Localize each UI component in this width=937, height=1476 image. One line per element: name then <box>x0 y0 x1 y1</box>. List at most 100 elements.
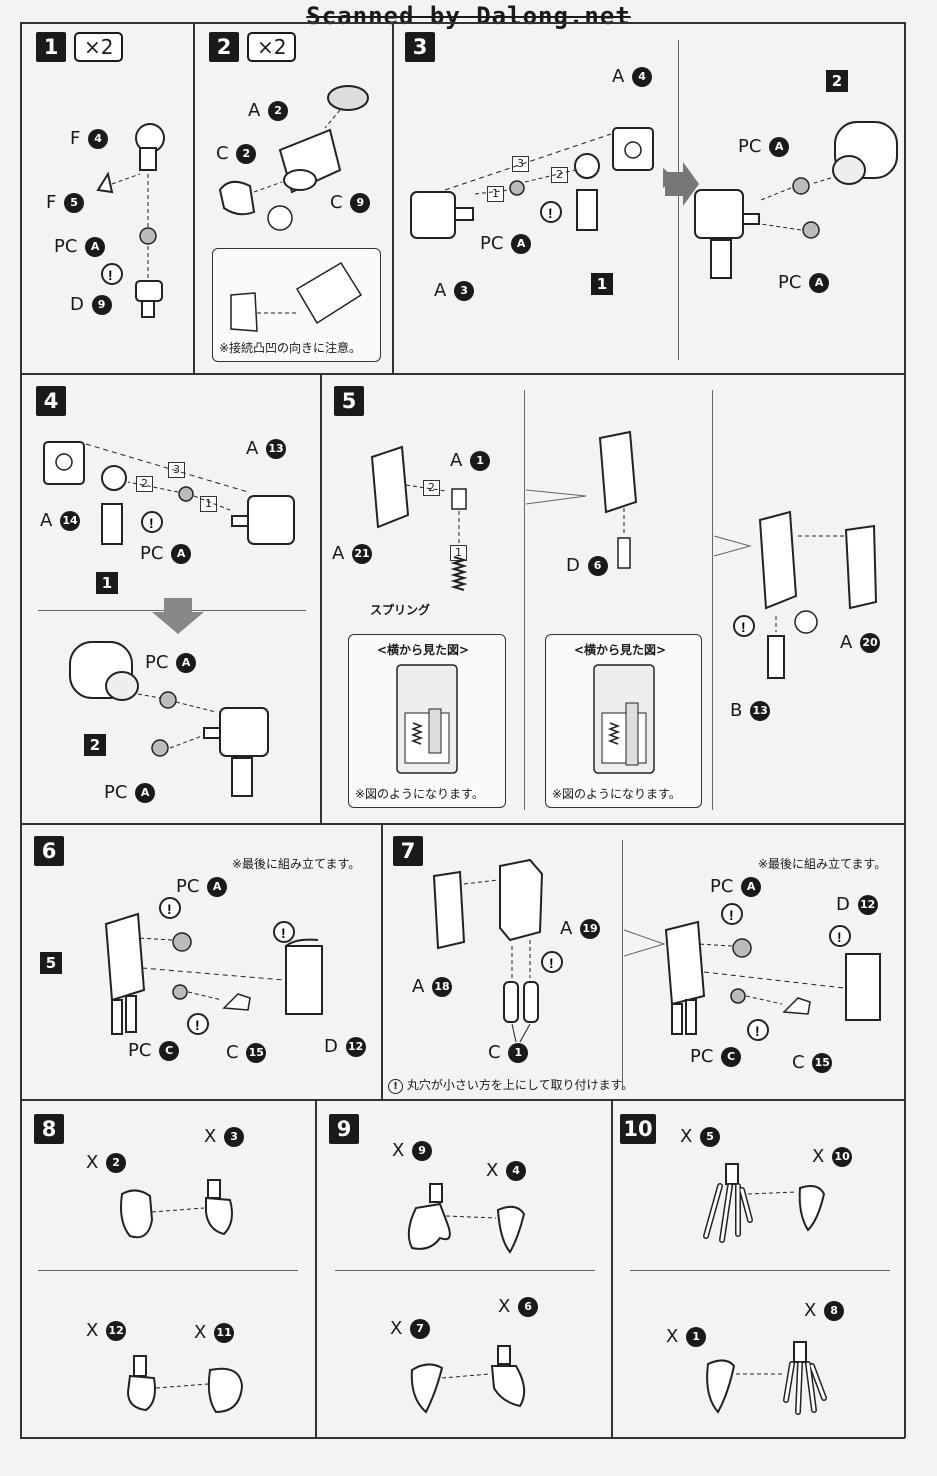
hand-parts <box>407 1183 526 1254</box>
part-label: D 6 <box>566 555 608 577</box>
part-label: A 18 <box>412 976 453 998</box>
hand-parts <box>706 1341 827 1415</box>
part-label: PC A <box>145 652 197 674</box>
part-label: A 14 <box>40 510 81 532</box>
part-label: A 4 <box>612 66 653 88</box>
inset-title: <横から見た図> <box>574 643 667 657</box>
step-number: 2 <box>209 32 239 62</box>
step-number: 4 <box>36 386 66 416</box>
step-reference: 1 <box>96 572 118 594</box>
svg-text:!: ! <box>167 901 172 917</box>
part-label: C 1 <box>488 1042 529 1064</box>
step-number: 8 <box>34 1114 64 1144</box>
part-label: C 15 <box>792 1052 833 1074</box>
part-label: PC A <box>176 876 228 898</box>
part-label: F 4 <box>70 128 109 150</box>
part-label: C 9 <box>330 192 371 214</box>
order-marker: 1 <box>200 496 217 512</box>
part-label: PC A <box>778 272 830 294</box>
part-label: A 19 <box>560 918 601 940</box>
part-label: X 8 <box>804 1300 845 1322</box>
part-label: C 2 <box>216 143 257 165</box>
step-number: 5 <box>334 386 364 416</box>
note-text: ※接続凸凹の向きに注意。 <box>219 341 362 355</box>
part-label: A 20 <box>840 632 881 654</box>
part-drawing: ! ! ! <box>104 897 323 1035</box>
part-drawing <box>69 598 269 797</box>
svg-text:!: ! <box>149 515 154 531</box>
part-label: PC A <box>738 136 790 158</box>
part-label: X 9 <box>392 1140 433 1162</box>
step-reference: 5 <box>40 952 62 974</box>
watermark: Scanned by Dalong.net <box>306 2 631 30</box>
part-drawing: ! ! ! <box>623 903 881 1041</box>
note-text: ! 丸穴が小さい方を上にして取り付けます。 <box>388 1076 633 1094</box>
part-label: A 13 <box>246 438 287 460</box>
side-view-inset: <横から見た図> ※図のようになります。 <box>545 634 702 808</box>
part-label: F 5 <box>46 192 85 214</box>
svg-text:!: ! <box>195 1017 200 1033</box>
hand-parts <box>126 1355 244 1414</box>
svg-text:!: ! <box>108 267 113 283</box>
side-view-inset: <横から見た図> ※図のようになります。 <box>348 634 506 808</box>
part-label: B 13 <box>730 700 771 722</box>
hand-parts <box>410 1345 526 1414</box>
part-label: X 12 <box>86 1320 127 1342</box>
part-label: X 2 <box>86 1152 127 1174</box>
quantity-badge: ×2 <box>247 32 297 62</box>
step-reference: 2 <box>84 734 106 756</box>
note-text: ※最後に組み立てます。 <box>232 857 361 871</box>
part-drawing: ! <box>713 510 878 679</box>
part-label: A 1 <box>450 450 491 472</box>
part-drawing: ! <box>96 123 165 318</box>
detail-inset: ※接続凸凹の向きに注意。 <box>212 248 381 362</box>
part-drawing <box>370 445 468 591</box>
part-label: PC A <box>54 236 106 258</box>
part-label: X 1 <box>666 1326 707 1348</box>
step-number: 10 <box>620 1114 656 1144</box>
part-label: X 7 <box>390 1318 431 1340</box>
part-drawing <box>218 85 369 231</box>
part-label: PC C <box>128 1040 180 1062</box>
part-label: X 6 <box>498 1296 539 1318</box>
svg-text:!: ! <box>741 619 746 635</box>
part-label: X 3 <box>204 1126 245 1148</box>
part-label: PC A <box>710 876 762 898</box>
part-drawing: ! <box>410 127 675 239</box>
part-label: X 5 <box>680 1126 721 1148</box>
step-number: 6 <box>34 836 64 866</box>
step-number: 3 <box>405 32 435 62</box>
svg-text:!: ! <box>755 1023 760 1039</box>
part-label: PC A <box>480 233 532 255</box>
part-drawing: ! <box>43 441 295 545</box>
part-label: D 12 <box>836 894 878 916</box>
order-marker: 2 <box>551 167 568 183</box>
note-text: ※最後に組み立てます。 <box>758 857 887 871</box>
step-reference: 1 <box>591 273 613 295</box>
part-label: C 15 <box>226 1042 267 1064</box>
step-reference: 2 <box>826 70 848 92</box>
part-label: D 12 <box>324 1036 366 1058</box>
part-label: PC A <box>104 782 156 804</box>
inset-title: <横から見た図> <box>377 643 470 657</box>
part-label: D 9 <box>70 294 112 316</box>
part-drawing <box>665 121 898 279</box>
part-label: A 3 <box>434 280 475 302</box>
order-marker: 3 <box>512 156 529 172</box>
hand-parts <box>120 1179 233 1239</box>
quantity-badge: ×2 <box>74 32 124 62</box>
svg-text:!: ! <box>281 925 286 941</box>
caution-icon: ! <box>388 1079 403 1094</box>
spring-label: スプリング <box>370 603 431 617</box>
part-label: X 10 <box>812 1146 853 1168</box>
step-number: 1 <box>36 32 66 62</box>
step-number: 9 <box>329 1114 359 1144</box>
part-label: A 2 <box>248 100 289 122</box>
part-label: X 11 <box>194 1322 235 1344</box>
part-drawing: ! <box>432 858 563 1043</box>
svg-text:!: ! <box>549 955 554 971</box>
hand-parts <box>703 1163 826 1243</box>
part-label: PC A <box>140 543 192 565</box>
step-number: 7 <box>393 836 423 866</box>
part-label: A 21 <box>332 543 373 565</box>
